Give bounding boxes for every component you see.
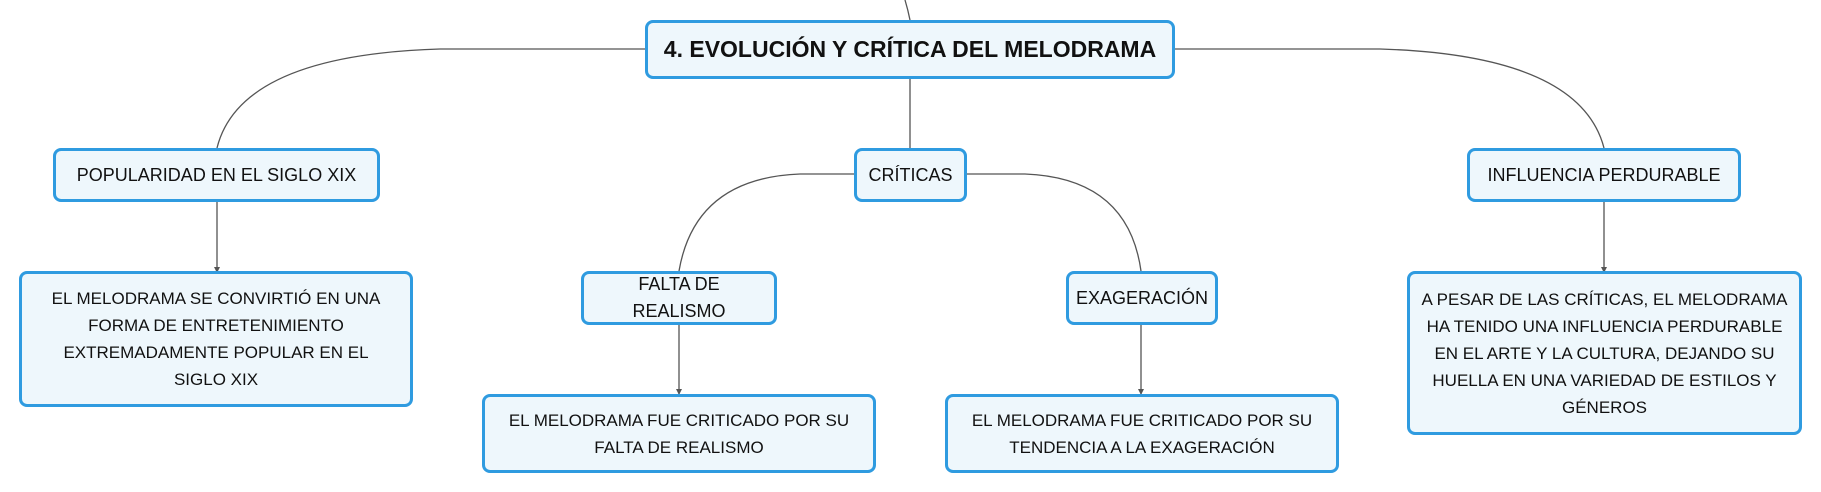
- central-topic[interactable]: 4. EVOLUCIÓN Y CRÍTICA DEL MELODRAMA: [645, 20, 1175, 79]
- topic-falta-de-realismo[interactable]: FALTA DE REALISMO: [581, 271, 777, 325]
- topic-influencia[interactable]: INFLUENCIA PERDURABLE: [1467, 148, 1741, 202]
- detail-falta-de-realismo[interactable]: EL MELODRAMA FUE CRITICADO POR SU FALTA …: [482, 394, 876, 473]
- topic-popularidad[interactable]: POPULARIDAD EN EL SIGLO XIX: [53, 148, 380, 202]
- connector-criticas-falta: [678, 173, 855, 272]
- detail-influencia[interactable]: A PESAR DE LAS CRÍTICAS, EL MELODRAMA HA…: [1407, 271, 1802, 435]
- connector-root-influencia: [1175, 48, 1605, 149]
- connector-criticas-exageracion: [965, 173, 1142, 272]
- detail-popularidad[interactable]: EL MELODRAMA SE CONVIRTIÓ EN UNA FORMA D…: [19, 271, 413, 407]
- topic-exageracion[interactable]: EXAGERACIÓN: [1066, 271, 1218, 325]
- connector-parent-root: [904, 0, 911, 21]
- detail-exageracion[interactable]: EL MELODRAMA FUE CRITICADO POR SU TENDEN…: [945, 394, 1339, 473]
- connector-root-popularidad: [216, 48, 645, 149]
- topic-criticas[interactable]: CRÍTICAS: [854, 148, 967, 202]
